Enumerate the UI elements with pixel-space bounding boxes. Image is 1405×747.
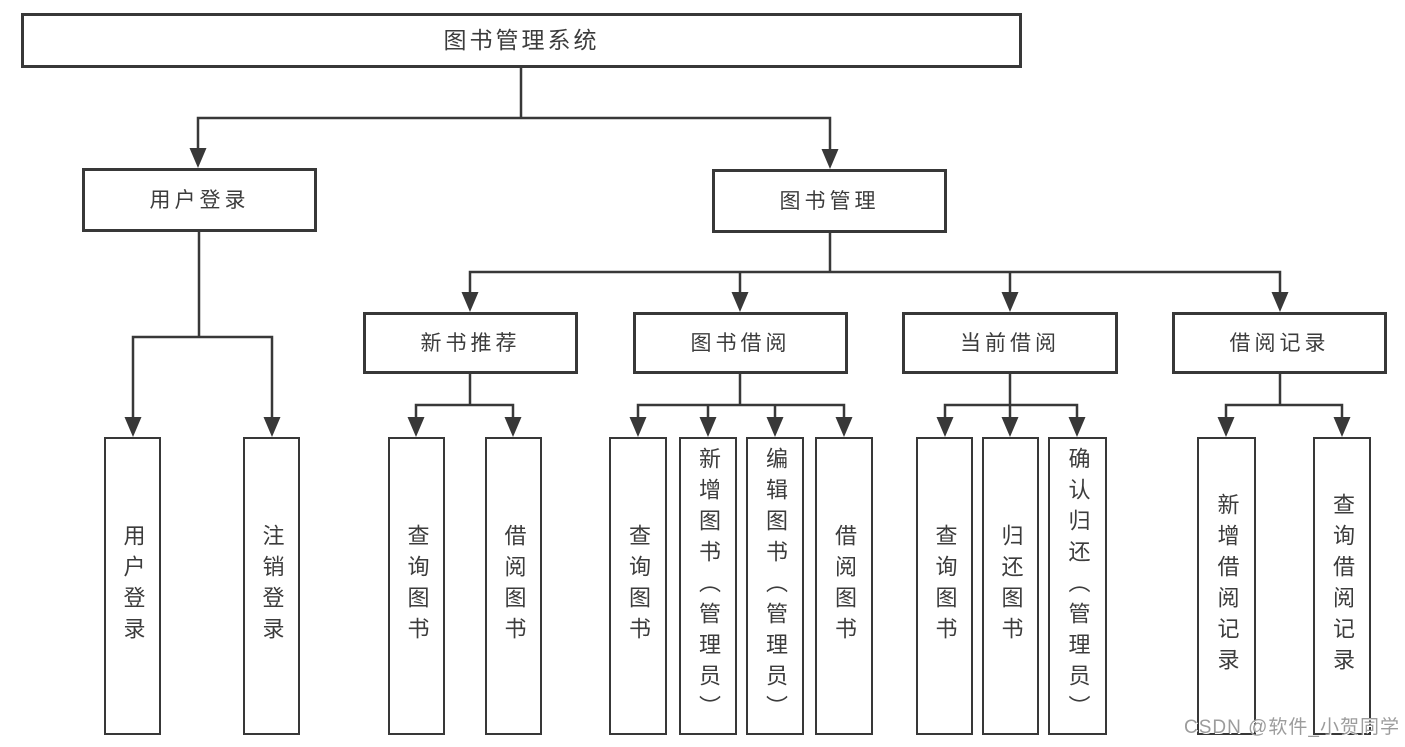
- node-new-book-recommend: 新书推荐: [363, 312, 578, 374]
- leaf-logout: 注销登录: [243, 437, 300, 735]
- leaf-query-books-current: 查询图书: [916, 437, 973, 735]
- leaf-add-borrow-record: 新增借阅记录: [1197, 437, 1256, 735]
- leaf-add-book-admin: 新增图书（管理员）: [679, 437, 737, 735]
- node-new-book-recommend-label: 新书推荐: [420, 331, 521, 355]
- node-borrow-records: 借阅记录: [1172, 312, 1387, 374]
- connector-book-borrow-children: [636, 372, 846, 423]
- leaf-borrow-books-recommend-label: 借阅图书: [501, 524, 527, 648]
- leaf-user-login-label: 用户登录: [120, 524, 146, 648]
- node-root: 图书管理系统: [21, 13, 1022, 68]
- csdn-watermark: CSDN @软件_小贺同学: [1184, 717, 1400, 738]
- leaf-edit-book-admin-label: 编辑图书（管理员）: [763, 446, 788, 726]
- leaf-query-borrow-record-label: 查询借阅记录: [1330, 493, 1355, 679]
- leaf-borrow-books: 借阅图书: [815, 437, 873, 735]
- connector-user-login-children: [131, 230, 274, 423]
- node-current-borrow-label: 当前借阅: [960, 331, 1060, 355]
- leaf-borrow-books-label: 借阅图书: [832, 524, 857, 648]
- arrowheads-new-book-recommend-children: [407, 417, 522, 437]
- node-user-login-label: 用户登录: [149, 188, 250, 212]
- arrowheads-book-borrow-children: [629, 417, 853, 437]
- arrowheads-root-to-level2: [189, 148, 839, 169]
- leaf-confirm-return-admin: 确认归还（管理员）: [1048, 437, 1107, 735]
- leaf-logout-label: 注销登录: [259, 524, 285, 648]
- connector-book-management-children: [468, 231, 1282, 298]
- leaf-edit-book-admin: 编辑图书（管理员）: [746, 437, 804, 735]
- arrowheads-current-borrow-children: [936, 417, 1086, 437]
- leaf-return-books: 归还图书: [982, 437, 1039, 735]
- node-user-login: 用户登录: [82, 168, 317, 232]
- leaf-query-books-current-label: 查询图书: [932, 524, 958, 648]
- leaf-return-books-label: 归还图书: [998, 524, 1024, 648]
- leaf-query-books-borrow-label: 查询图书: [626, 524, 651, 648]
- node-current-borrow: 当前借阅: [902, 312, 1118, 374]
- arrowheads-user-login-children: [124, 417, 281, 437]
- leaf-query-books-recommend-label: 查询图书: [404, 524, 430, 648]
- leaf-confirm-return-admin-label: 确认归还（管理员）: [1065, 446, 1091, 726]
- connector-root-to-level2: [196, 66, 832, 155]
- node-root-label: 图书管理系统: [443, 27, 600, 53]
- leaf-add-borrow-record-label: 新增借阅记录: [1214, 493, 1240, 679]
- leaf-user-login: 用户登录: [104, 437, 161, 735]
- leaf-add-book-admin-label: 新增图书（管理员）: [696, 446, 721, 726]
- leaf-borrow-books-recommend: 借阅图书: [485, 437, 542, 735]
- connector-new-book-recommend-children: [414, 372, 515, 423]
- node-book-management-label: 图书管理: [779, 189, 880, 213]
- leaf-query-books-recommend: 查询图书: [388, 437, 445, 735]
- node-borrow-records-label: 借阅记录: [1229, 331, 1330, 355]
- node-book-borrow: 图书借阅: [633, 312, 848, 374]
- connector-current-borrow-children: [943, 372, 1079, 423]
- connector-borrow-records-children: [1224, 372, 1344, 423]
- arrowheads-book-management-children: [461, 292, 1289, 312]
- node-book-management: 图书管理: [712, 169, 947, 233]
- leaf-query-borrow-record: 查询借阅记录: [1313, 437, 1371, 735]
- node-book-borrow-label: 图书借阅: [690, 331, 791, 355]
- leaf-query-books-borrow: 查询图书: [609, 437, 667, 735]
- arrowheads-borrow-records-children: [1217, 417, 1351, 437]
